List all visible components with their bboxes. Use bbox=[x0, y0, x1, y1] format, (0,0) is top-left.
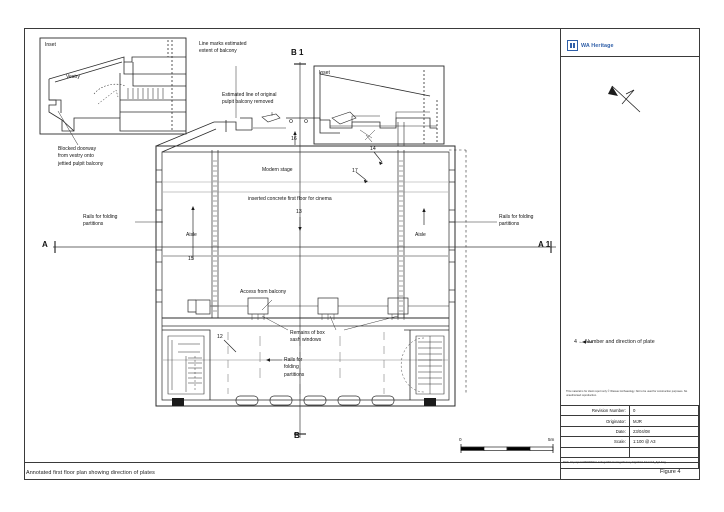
north-arrow bbox=[560, 62, 699, 142]
title-block-body: Revision Number: 0 Originator: MJR Date:… bbox=[560, 404, 699, 458]
section-mark-a1: A 1 bbox=[538, 240, 551, 249]
box-sash-note: Remains of box sash windows bbox=[290, 330, 325, 344]
table-row: Date: 23/04/08 bbox=[560, 425, 699, 438]
modern-stage-note: Modern stage bbox=[262, 167, 293, 173]
meta-value: 1:100 @ A3 bbox=[629, 436, 699, 448]
title-panel bbox=[560, 29, 699, 479]
inset-right-label: Inset bbox=[319, 70, 330, 76]
caption-divider bbox=[24, 462, 700, 463]
meta-key: Scale: bbox=[560, 436, 630, 448]
line-marks-note: Line marks estimated extent of balcony bbox=[199, 41, 247, 55]
file-path-row: Path: X:\projects\66000\WA Heritage\WA H… bbox=[560, 457, 699, 469]
meta-key: Revision Number: bbox=[560, 404, 630, 417]
aisle-right-label: Aisle bbox=[415, 232, 426, 238]
plate-number-15: 15 bbox=[188, 256, 194, 262]
title-block-table: Revision Number: 0 Originator: MJR Date:… bbox=[560, 404, 699, 458]
inset-left-label: Inset bbox=[45, 42, 56, 48]
rails-left-note: Rails for folding partitions bbox=[83, 214, 118, 228]
section-mark-a: A bbox=[42, 240, 48, 249]
estimated-line-note: Estimated line of original pulpit balcon… bbox=[222, 92, 277, 106]
meta-value bbox=[629, 446, 699, 458]
wa-heritage-logo: WA Heritage bbox=[567, 40, 614, 51]
sheet-caption: Annotated first floor plan showing direc… bbox=[26, 470, 155, 476]
meta-key: Originator: bbox=[560, 415, 630, 427]
scalebar-max: 5m bbox=[548, 437, 555, 442]
table-row: Revision Number: 0 bbox=[560, 404, 699, 417]
inserted-concrete-note: inserted concrete first floor for cinema bbox=[248, 196, 332, 202]
meta-value: 23/04/08 bbox=[629, 425, 699, 438]
plate-number-17: 17 bbox=[352, 168, 358, 174]
disclaimer-text: This material is for client report only … bbox=[566, 390, 688, 397]
meta-value: MJR bbox=[629, 415, 699, 427]
access-balcony-note: Access from balcony bbox=[240, 289, 287, 295]
panel-divider-1 bbox=[560, 56, 699, 57]
section-mark-b1: B 1 bbox=[291, 48, 304, 57]
table-row bbox=[560, 446, 699, 458]
section-mark-b: B bbox=[294, 431, 300, 440]
plate-number-14: 14 bbox=[370, 146, 376, 152]
aisle-left-label: Aisle bbox=[186, 232, 197, 238]
heritage-mark-icon bbox=[567, 40, 578, 51]
plate-number-12: 12 bbox=[217, 334, 223, 340]
plate-legend: 4 ← Number and direction of plate bbox=[574, 339, 655, 345]
rails-right-note: Rails for folding partitions bbox=[499, 214, 534, 228]
drawing-frame bbox=[24, 28, 700, 480]
blocked-doorway-note: Blocked doorway from vestry onto jettied… bbox=[58, 146, 104, 167]
rails-lower-note: Rails for folding partitions bbox=[284, 357, 305, 378]
meta-key: Date: bbox=[560, 425, 630, 438]
table-row: Scale: 1:100 @ A3 bbox=[560, 436, 699, 448]
plate-number-16: 16 bbox=[291, 136, 297, 142]
meta-key bbox=[560, 446, 630, 458]
table-row: Originator: MJR bbox=[560, 415, 699, 427]
logo-label: WA Heritage bbox=[581, 42, 614, 49]
scalebar-zero: 0 bbox=[459, 437, 462, 442]
file-path-text: Path: X:\projects\66000\WA Heritage\WA H… bbox=[563, 461, 666, 464]
meta-value: 0 bbox=[629, 404, 699, 417]
plate-number-13: 13 bbox=[296, 209, 302, 215]
vestry-label: Vestry bbox=[66, 74, 80, 80]
figure-label: Figure 4 bbox=[660, 469, 681, 475]
